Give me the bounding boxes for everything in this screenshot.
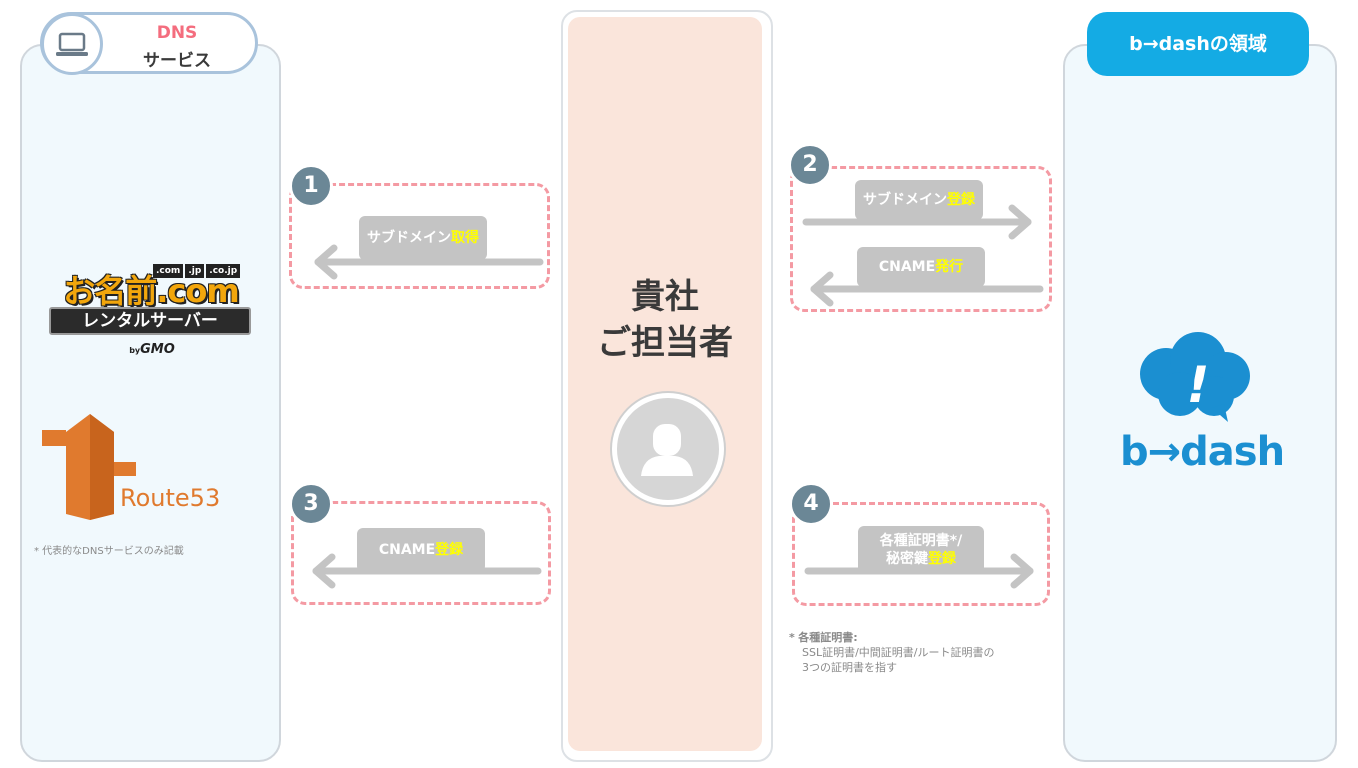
- step2-lower-label: CNAME発行: [857, 247, 985, 287]
- dns-service-header: DNS サービス: [40, 12, 258, 75]
- onamae-banner: レンタルサーバー: [49, 307, 251, 335]
- center-panel: [568, 17, 762, 751]
- step2-lower-arrow: [810, 271, 1044, 307]
- onamae-main-text: お名前.com: [63, 272, 239, 310]
- step2-lower-highlight: 発行: [935, 259, 964, 275]
- step4-label: 各種証明書*/ 秘密鍵登録: [858, 526, 984, 574]
- cert-note-asterisk: *: [789, 631, 795, 644]
- step4-box: [792, 502, 1050, 606]
- step2-lower-main: CNAME: [878, 259, 936, 275]
- cert-note: * 各種証明書: SSL証明書/中間証明書/ルート証明書の 3つの証明書を指す: [789, 630, 1059, 675]
- onamae-logo: .com .jp .co.jp お名前.com レンタルサーバー byGMO: [47, 264, 255, 357]
- center-title: 貴社 ご担当者: [568, 274, 762, 366]
- step1-box: [289, 183, 550, 289]
- center-title-line1: 貴社: [631, 277, 699, 317]
- step4-label-line2-main: 秘密鍵: [886, 551, 928, 567]
- cert-note-title: 各種証明書:: [798, 631, 858, 644]
- step3-label-main: CNAME: [378, 542, 436, 558]
- step2-upper-arrow: [802, 204, 1032, 240]
- dns-title-line1: DNS: [156, 23, 198, 43]
- onamae-by-gmo: byGMO: [117, 338, 187, 357]
- bdash-name: b→dash: [1120, 429, 1285, 475]
- route53-logo: Route53: [40, 410, 260, 520]
- person-avatar-icon: [612, 393, 724, 505]
- step1-label-highlight: 取得: [451, 230, 479, 246]
- dns-service-panel: [20, 44, 281, 762]
- step3-arrow: [312, 553, 542, 589]
- bdash-logo: ! b→dash: [1120, 330, 1285, 480]
- dns-note: * 代表的なDNSサービスのみ記載: [34, 546, 184, 557]
- cert-note-line2: 3つの証明書を指す: [802, 661, 897, 674]
- onamae-tld-cojp: .co.jp: [206, 264, 241, 278]
- step4-label-line1: 各種証明書*/: [879, 533, 963, 549]
- bdash-cloud-icon: !: [1140, 332, 1250, 422]
- step3-box: [291, 501, 551, 605]
- step1-label-main: サブドメイン: [367, 230, 451, 246]
- step3-label-highlight: 登録: [435, 542, 464, 558]
- bdash-mark: !: [1187, 356, 1210, 414]
- step1-label: サブドメイン取得: [359, 216, 487, 260]
- onamae-tld-jp: .jp: [185, 264, 205, 278]
- onamae-by: by: [129, 346, 141, 355]
- step1-badge: 1: [289, 164, 333, 208]
- step3-label: CNAME登録: [357, 528, 485, 572]
- step3-badge: 3: [289, 482, 333, 526]
- cert-note-line1: SSL証明書/中間証明書/ルート証明書の: [802, 646, 995, 659]
- laptop-icon: [41, 13, 103, 75]
- step4-label-line2-highlight: 登録: [928, 551, 956, 567]
- step2-upper-label: サブドメイン登録: [855, 180, 983, 220]
- onamae-tld-com: .com: [153, 264, 184, 278]
- step1-arrow: [314, 244, 544, 280]
- step2-box: [790, 166, 1052, 312]
- center-title-line2: ご担当者: [597, 323, 733, 363]
- route53-name: Route53: [120, 484, 221, 512]
- dns-title-line2: サービス: [143, 51, 211, 71]
- step2-upper-highlight: 登録: [947, 192, 975, 208]
- step4-badge: 4: [789, 482, 833, 526]
- bdash-header: b→dashの領域: [1087, 12, 1309, 76]
- route53-icon: [42, 414, 136, 520]
- step4-arrow: [804, 553, 1034, 589]
- step2-badge: 2: [788, 143, 832, 187]
- onamae-gmo: GMO: [140, 342, 175, 357]
- onamae-tld-row: .com .jp .co.jp: [153, 264, 241, 278]
- step2-upper-main: サブドメイン: [863, 192, 947, 208]
